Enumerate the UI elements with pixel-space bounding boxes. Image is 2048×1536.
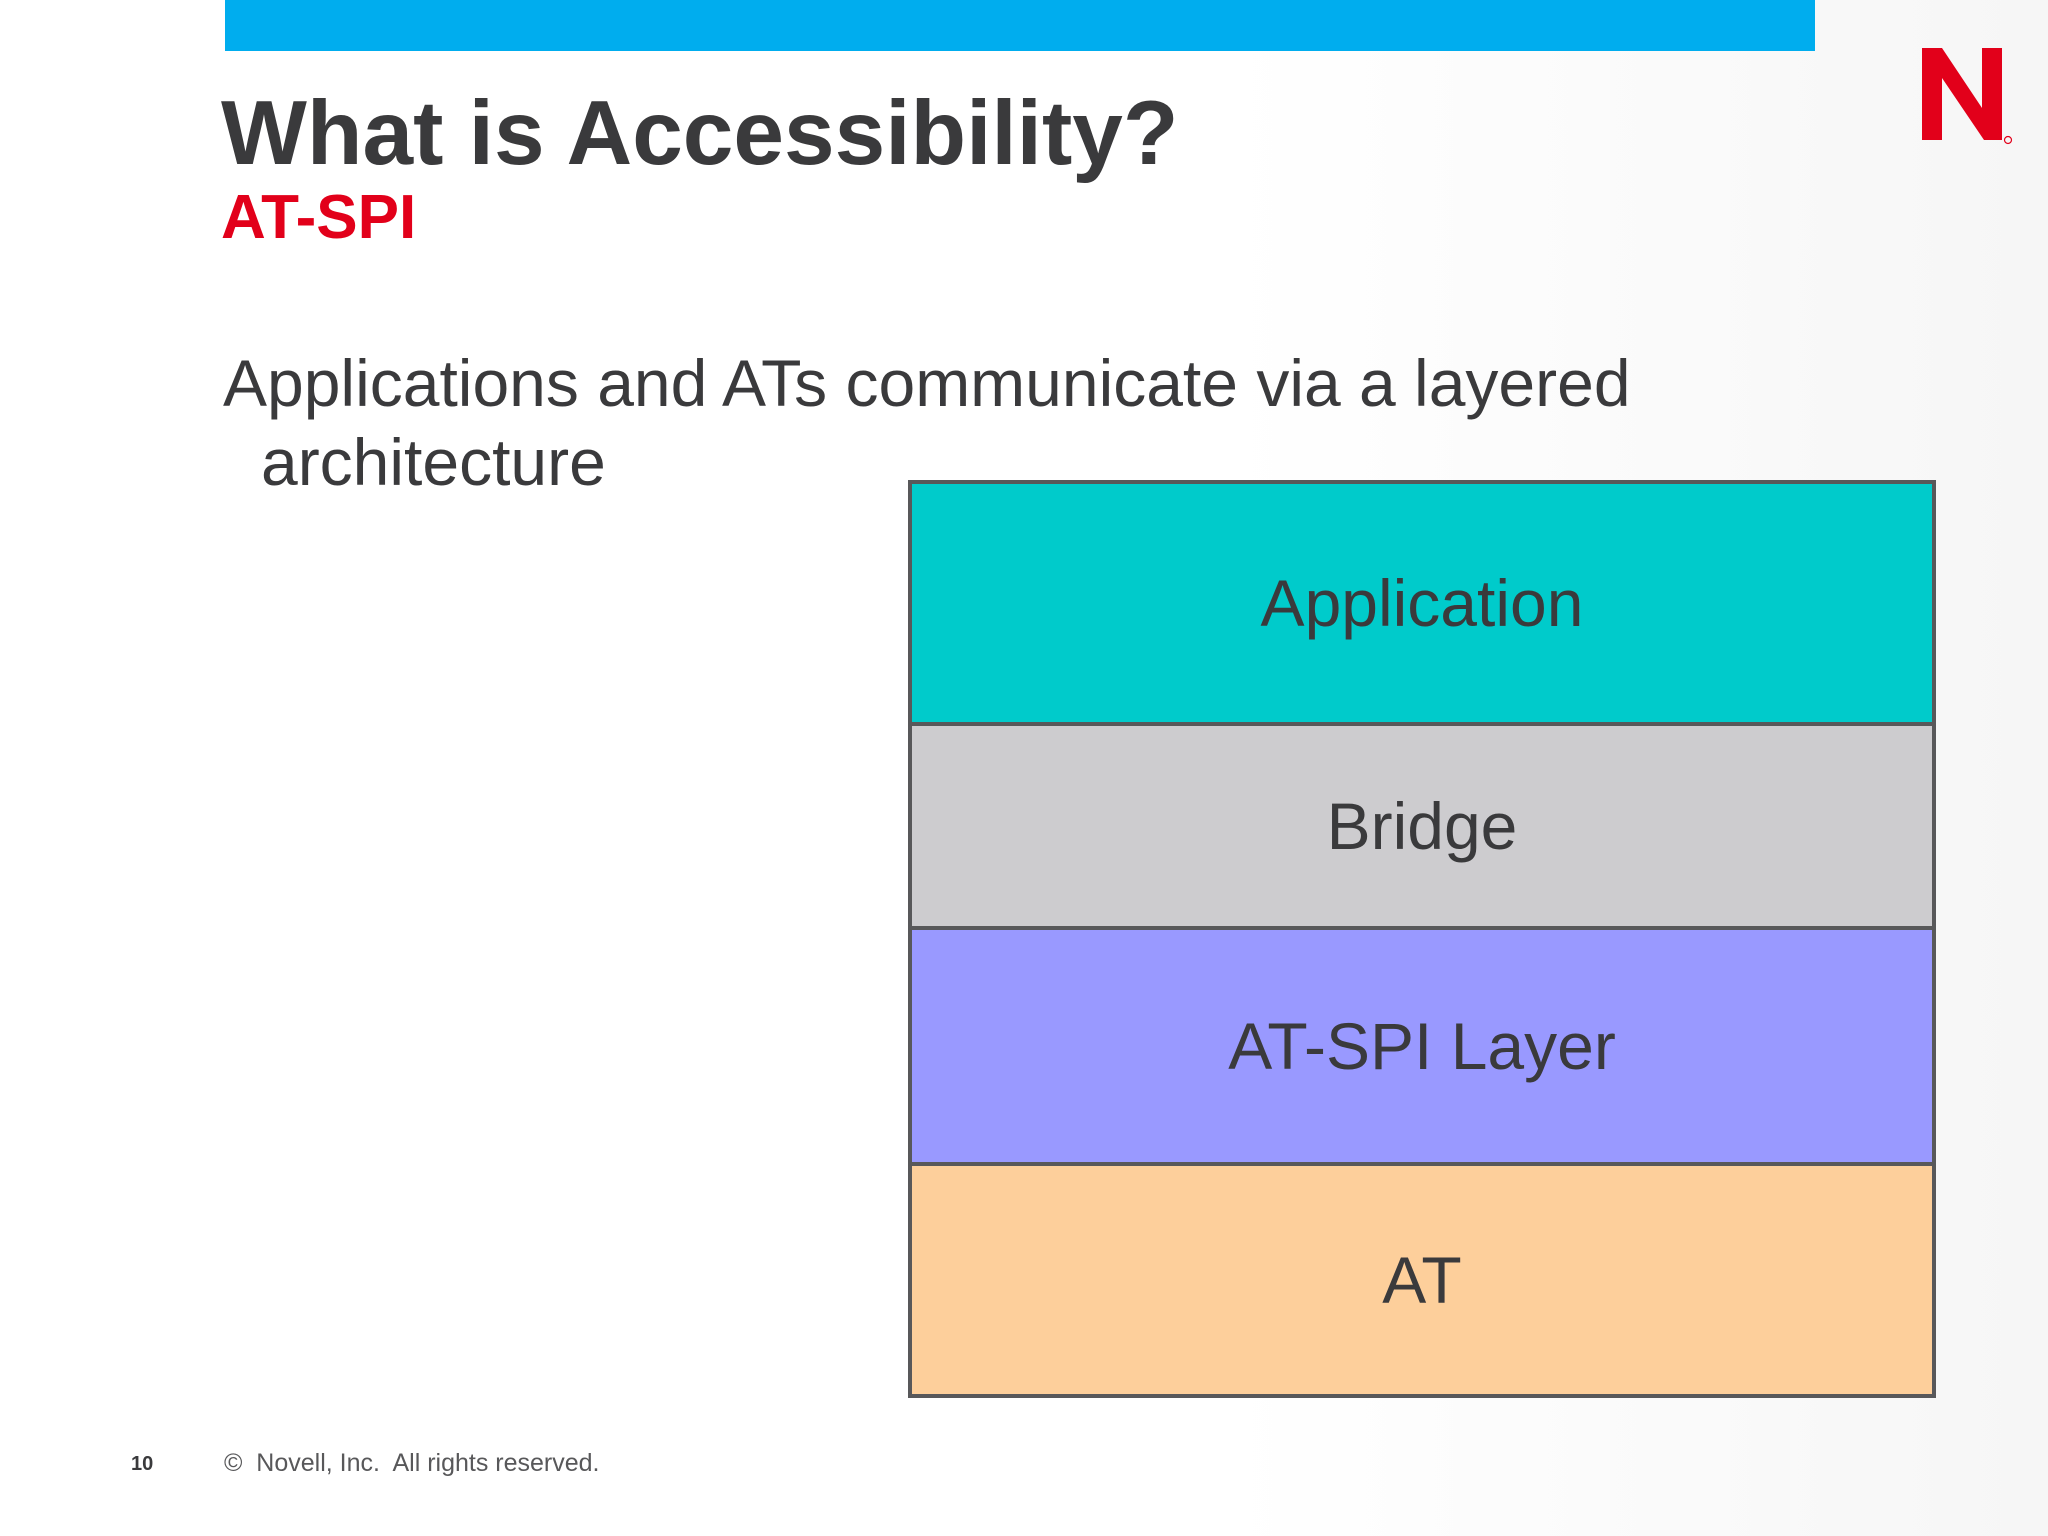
slide-subtitle: AT-SPI	[221, 183, 417, 252]
layer-bridge: Bridge	[912, 722, 1932, 926]
layer-stack-diagram: Application Bridge AT-SPI Layer AT	[908, 480, 1936, 1398]
layer-label: AT-SPI Layer	[1228, 1009, 1616, 1083]
layer-application: Application	[912, 484, 1932, 722]
novell-n-logo-icon	[1918, 46, 2014, 146]
layer-label: Application	[1260, 566, 1584, 640]
registered-mark	[2003, 135, 2013, 145]
layer-at-spi: AT-SPI Layer	[912, 926, 1932, 1162]
layer-label: AT	[1382, 1243, 1462, 1317]
layer-at: AT	[912, 1162, 1932, 1394]
logo-n-shape	[1922, 48, 2002, 140]
page-number: 10	[131, 1453, 154, 1475]
slide-title: What is Accessibility?	[221, 83, 1179, 184]
layer-label: Bridge	[1326, 789, 1518, 863]
copyright-notice: © Novell, Inc. All rights reserved.	[224, 1449, 600, 1477]
top-accent-bar	[225, 0, 1815, 51]
bullet-text: Applications and ATs communicate via a l…	[223, 346, 1631, 499]
